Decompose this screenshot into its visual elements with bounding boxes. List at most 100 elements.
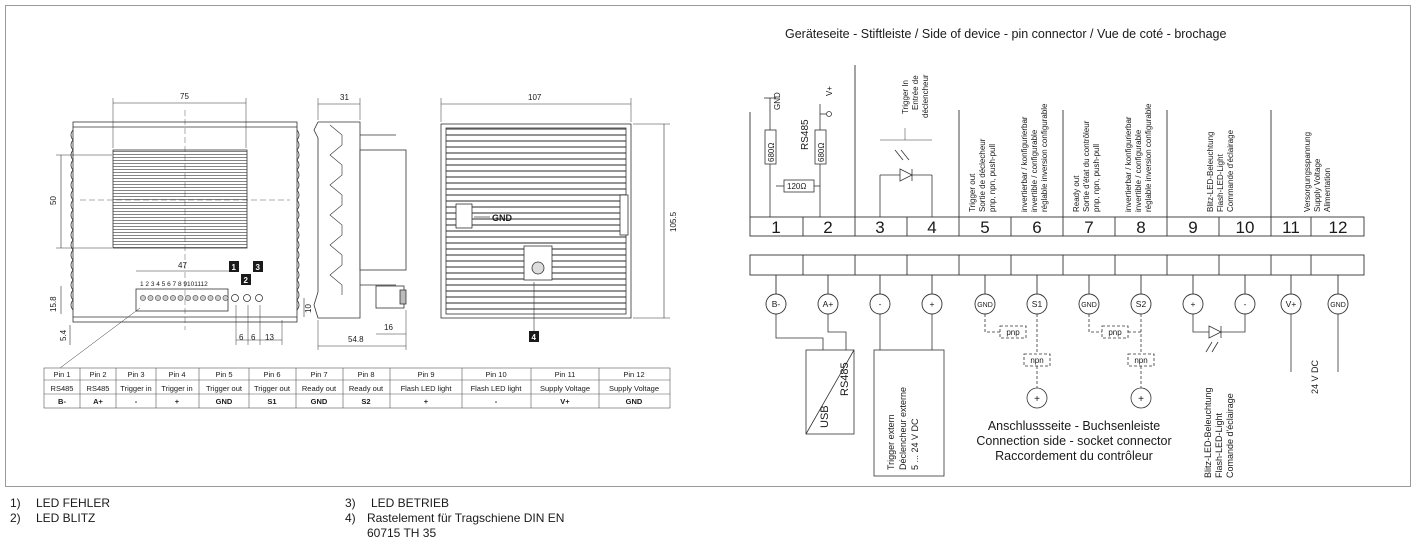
pin-table-sig-7: GND xyxy=(311,397,328,406)
flash-top-l1: Blitz-LED-Beleuchtung xyxy=(1206,132,1215,212)
connection-side-l1: Anschlussseite - Buchsenleiste xyxy=(988,419,1160,433)
pin-table-func-8: Ready out xyxy=(349,384,384,393)
plus-circle-a: + xyxy=(1034,394,1040,405)
pin-number-8: 8 xyxy=(1136,218,1145,237)
pin-table-func-3: Trigger in xyxy=(120,384,151,393)
legend-item-3: 3)LED BETRIEB xyxy=(345,496,450,510)
rs485-top-label: RS485 xyxy=(800,119,811,150)
pin-circle-3: - xyxy=(879,299,882,309)
supply-bottom-label: 24 V DC xyxy=(1310,359,1320,394)
invert-a-l1: invertierbar / konfigurierbar xyxy=(1020,116,1029,212)
pin-circle-1: B- xyxy=(772,299,781,309)
plus-circle-b: + xyxy=(1138,394,1144,405)
pin-table-head-5: Pin 5 xyxy=(215,370,232,379)
resistor-120: 120Ω xyxy=(787,182,806,191)
dim-front-height: 50 xyxy=(49,196,58,205)
side-view xyxy=(313,98,407,350)
dim-spacing-1: 6 xyxy=(239,333,244,342)
trigger-ext-l3: 5 ... 24 V DC xyxy=(910,418,920,470)
pin-number-11: 11 xyxy=(1282,218,1300,237)
trigger-in-opto xyxy=(879,128,933,217)
pinout-header: Geräteseite - Stiftleiste / Side of devi… xyxy=(785,27,1226,41)
flash-bottom-l1: Blitz-LED-Beleuchtung xyxy=(1203,387,1213,478)
pin-number-9: 9 xyxy=(1188,218,1197,237)
pin-table-head-12: Pin 12 xyxy=(623,370,644,379)
back-view xyxy=(440,98,670,331)
pin-table-head-7: Pin 7 xyxy=(310,370,327,379)
pin-table-head-10: Pin 10 xyxy=(485,370,506,379)
connection-side-l3: Raccordement du contrôleur xyxy=(995,449,1153,463)
terminal-numbering: 1 2 3 4 5 6 7 8 9101112 xyxy=(140,281,208,288)
flash-top-l2: Flash-LED-Light xyxy=(1216,153,1225,212)
dim-terminal-width: 47 xyxy=(178,261,187,270)
legend-item-1: 1)LED FEHLER xyxy=(10,496,111,510)
trigger-out-l1: Trigger out xyxy=(968,173,977,212)
dim-spacing-3: 13 xyxy=(265,333,274,342)
dim-side-bottom: 54.8 xyxy=(348,335,364,344)
legend-left: 1)LED FEHLER 2)LED BLITZ xyxy=(10,496,110,526)
dim-h1: 15.8 xyxy=(49,296,58,312)
dim-side-16: 16 xyxy=(384,323,393,332)
pin-table-head-1: Pin 1 xyxy=(53,370,70,379)
pin-table-head-4: Pin 4 xyxy=(168,370,185,379)
pin-table-sig-2: A+ xyxy=(93,397,103,406)
pin-table-func-6: Trigger out xyxy=(254,384,291,393)
pin-number-10: 10 xyxy=(1236,218,1255,237)
pin-number-5: 5 xyxy=(980,218,989,237)
pin-table-sig-6: S1 xyxy=(267,397,276,406)
pnp-label-b: pnp xyxy=(1108,328,1122,337)
pin-table-func-7: Ready out xyxy=(302,384,337,393)
trigger-in-l1: Trigger In xyxy=(901,80,910,114)
callout-boxes: 1 2 3 4 xyxy=(229,261,539,342)
pin-table-func-1: RS485 xyxy=(51,384,74,393)
pin-table-sig-12: GND xyxy=(626,397,643,406)
trigger-in-l3: déclencheur xyxy=(921,74,930,118)
supply-top-l3: Alimentation xyxy=(1323,168,1332,212)
dim-spacing-2: 6 xyxy=(251,333,256,342)
pin-number-1: 1 xyxy=(771,218,780,237)
flash-top-l3: Commande d'éclairage xyxy=(1226,129,1235,212)
pin-table-sig-3: - xyxy=(135,397,138,406)
trigger-ext-l1: Trigger extern xyxy=(886,414,896,470)
invert-a-l3: réglable inversion configurable xyxy=(1040,103,1049,212)
ready-out-l2: Sortie d'état du contrôleur xyxy=(1082,120,1091,212)
pin-circle-4: + xyxy=(930,299,935,309)
connection-side-l2: Connection side - socket connector xyxy=(976,434,1171,448)
dim-front-width: 75 xyxy=(180,92,189,101)
trigger-out-l2: Sortie de déclecheur xyxy=(978,138,987,212)
invert-a-l2: invertible / configurable xyxy=(1030,129,1039,212)
dim-h3: 10 xyxy=(304,304,313,313)
pin-circle-11: V+ xyxy=(1286,299,1297,309)
legend-item-2: 2)LED BLITZ xyxy=(10,511,96,525)
callout-1: 1 xyxy=(232,263,237,272)
gnd-top-label: GND xyxy=(773,92,782,110)
pin-table-func-2: RS485 xyxy=(87,384,110,393)
pin-table-func-4: Trigger in xyxy=(161,384,192,393)
pin-table-func-12: Supply Voltage xyxy=(609,384,659,393)
pin-table-sig-5: GND xyxy=(216,397,233,406)
ready-out-l3: pnp, npn, push-pull xyxy=(1092,144,1101,212)
invert-b-l2: invertible / configurable xyxy=(1134,129,1143,212)
pin-table-func-5: Trigger out xyxy=(206,384,243,393)
pin-table-func-9: Flash LED light xyxy=(401,384,453,393)
dim-side-top: 31 xyxy=(340,93,349,102)
pin-number-6: 6 xyxy=(1032,218,1041,237)
callout-3: 3 xyxy=(256,263,261,272)
pin-number-4: 4 xyxy=(927,218,936,237)
pin-table-sig-9: + xyxy=(424,397,429,406)
back-gnd-label: GND xyxy=(492,213,513,223)
flash-bottom-l3: Comande d'éclairage xyxy=(1225,393,1235,478)
supply-top-l2: Supply Voltage xyxy=(1313,158,1322,212)
pin-table-sig-11: V+ xyxy=(560,397,570,406)
usb-label: USB xyxy=(819,405,831,428)
trigger-out-l3: pnp, npn, push-pull xyxy=(988,144,997,212)
pin-table-head-6: Pin 6 xyxy=(263,370,280,379)
drawing-frame xyxy=(5,5,1411,487)
resistor-680-a: 680Ω xyxy=(767,143,776,162)
pin-circles xyxy=(765,293,1349,315)
pin-number-3: 3 xyxy=(875,218,884,237)
supply-top-l1: Versorgungsspannung xyxy=(1303,132,1312,212)
pnp-label-a: pnp xyxy=(1006,328,1020,337)
front-view xyxy=(56,98,305,369)
pin-circle-8: S2 xyxy=(1136,299,1147,309)
